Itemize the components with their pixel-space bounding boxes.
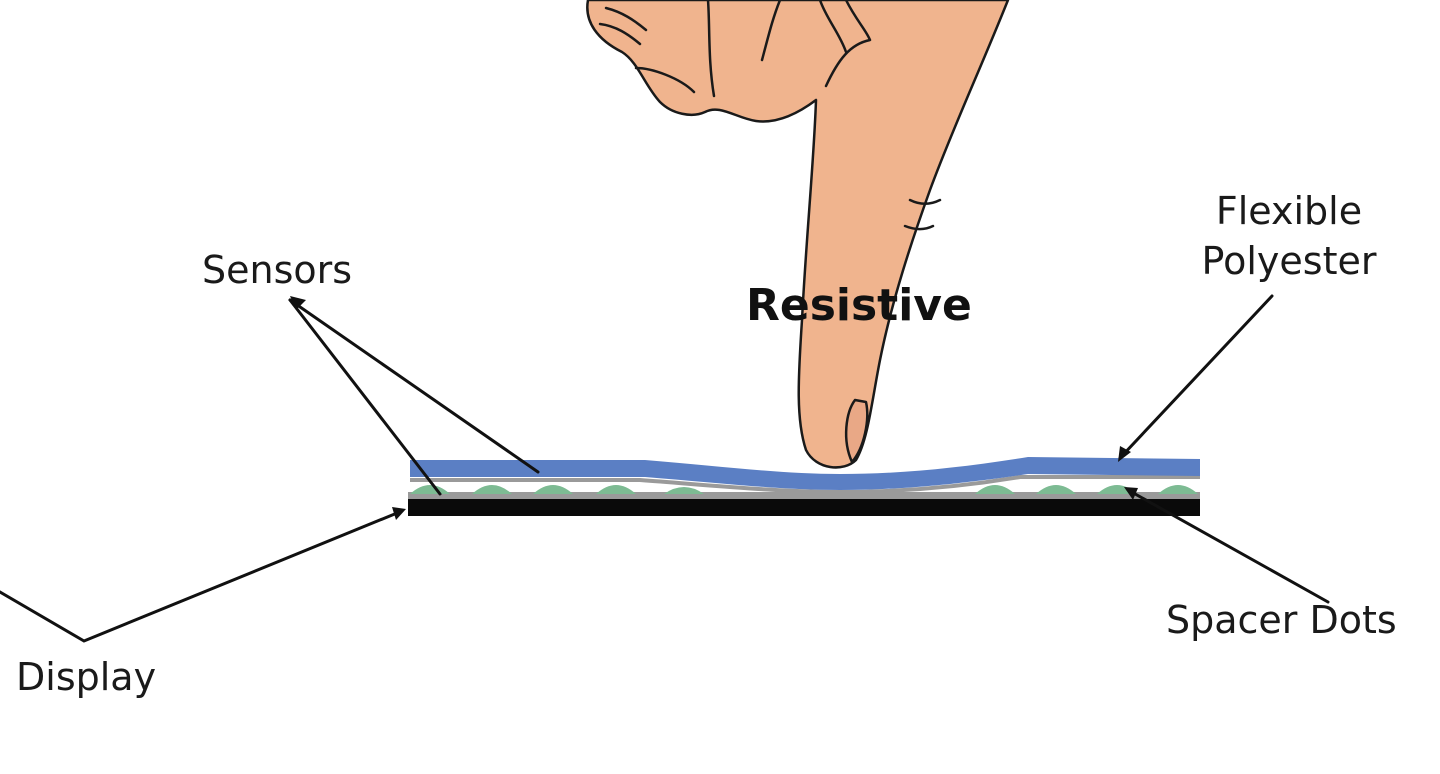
polyester-leader-line <box>1118 294 1274 460</box>
flexible-polyester-label-line1: Flexible <box>1215 189 1363 233</box>
arrow-heads <box>290 296 1138 520</box>
spacer-dot <box>472 485 512 494</box>
spacer-dot <box>533 485 573 494</box>
spacer-dot <box>975 485 1015 494</box>
sensors-leader-line-top <box>288 298 540 474</box>
flexible-polyester-label: Flexible Polyester <box>1194 186 1384 286</box>
arrow-head <box>290 296 306 310</box>
spacer-dot <box>664 487 704 494</box>
spacer-dots-label: Spacer Dots <box>1166 598 1397 642</box>
pointing-finger-icon <box>586 0 1010 469</box>
sensors-label: Sensors <box>202 248 353 292</box>
diagram-title: Resistive <box>746 280 972 331</box>
display-layer <box>408 499 1200 516</box>
arrow-head <box>1118 446 1131 462</box>
spacer-dot <box>596 485 636 494</box>
sensors-leader-line-bottom <box>288 298 442 496</box>
arrow-head <box>1124 487 1138 500</box>
display-label: Display <box>16 655 157 699</box>
spacer-dot <box>1036 485 1076 494</box>
spacer-dot <box>410 485 450 494</box>
leader-lines <box>0 294 1330 643</box>
arrow-head <box>392 507 406 520</box>
spacer-dots-leader-line <box>1126 488 1330 604</box>
flexible-polyester-layer <box>410 457 1200 490</box>
display-leader-line <box>0 509 404 643</box>
bottom-sensor-layer <box>408 492 1200 499</box>
flexible-polyester-label-line2: Polyester <box>1201 239 1377 283</box>
spacer-dot <box>1158 485 1198 494</box>
top-sensor-layer <box>410 475 1200 495</box>
